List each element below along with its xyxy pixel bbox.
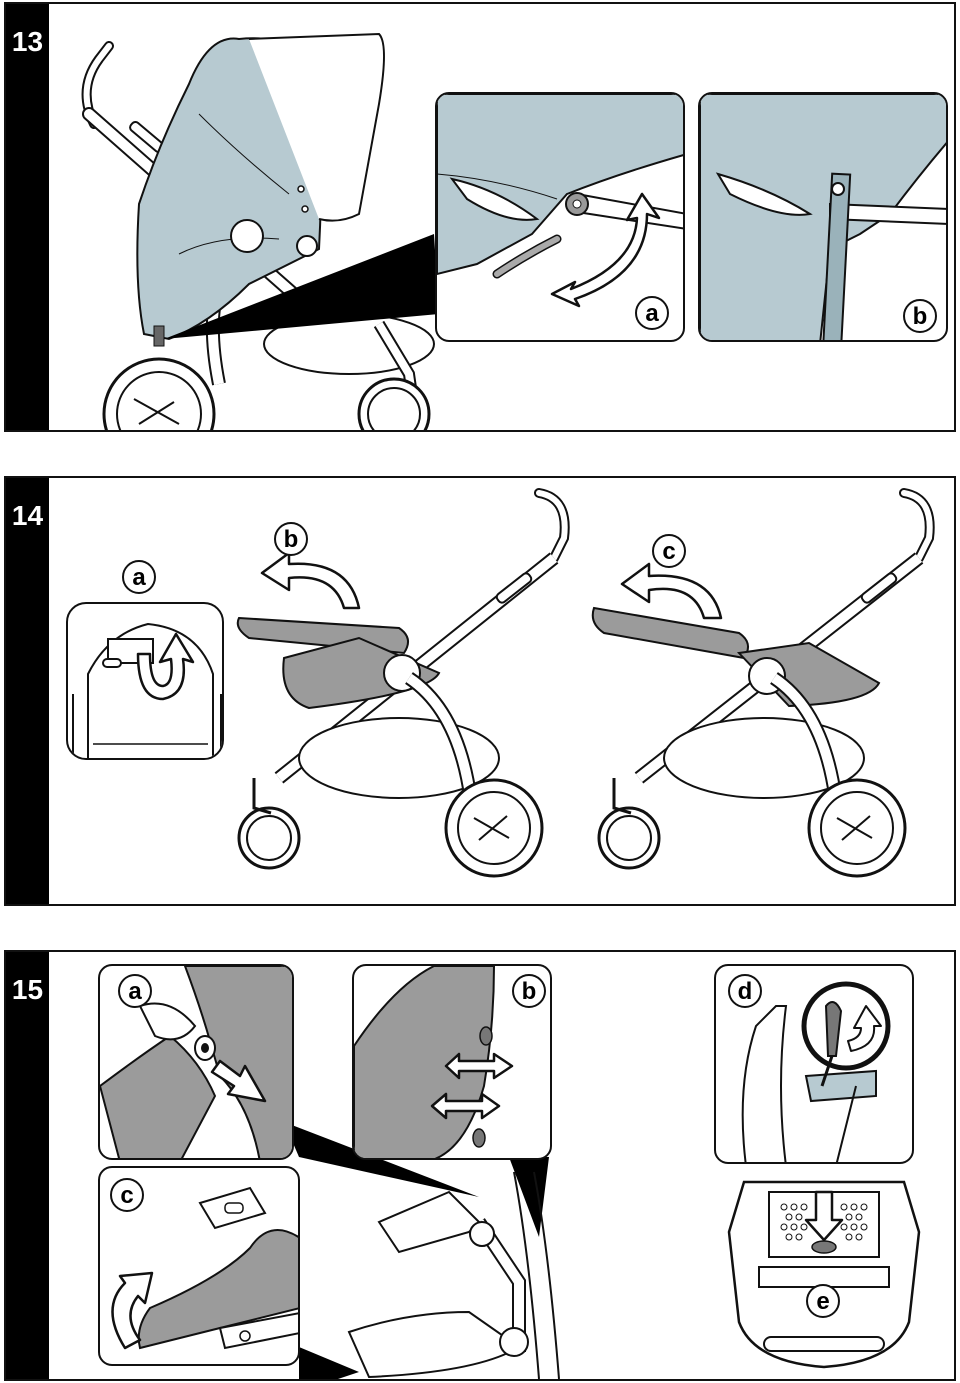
double-arrow-icon [550,192,661,308]
curved-arrow-icon [260,551,361,610]
push-arrow-icon [804,1190,844,1242]
panel-label: b [512,974,546,1008]
strap-attach-illustration [437,94,683,308]
panel-label: b [903,299,937,333]
panel-label: b [274,522,308,556]
wheel-icon [102,357,216,430]
wheel-icon [444,778,544,878]
hinge-joint [230,219,264,253]
wheel-icon [237,806,301,870]
detail-panel-c: c [98,1166,300,1366]
step-number: 13 [11,26,44,57]
step-number: 14 [11,500,44,531]
panel-label: a [635,296,669,330]
panel-label: c [110,1178,144,1212]
panel-label: a [118,974,152,1008]
bumper-bar-illustration [111,1186,298,1350]
rotate-arrow-icon [847,1005,882,1052]
rotate-arrow-icon [111,1271,154,1350]
detail-panel-d: d [714,964,914,1164]
zoom-circle [801,981,891,1071]
curved-arrow-icon [620,562,723,620]
stroller-rain-cover-illustration [81,32,439,430]
armrest-release-illustration [100,966,292,1158]
stroller-recline-c [591,488,935,878]
step-number: 15 [11,974,44,1005]
wheel-icon [357,377,431,430]
panel-label: c [652,534,686,568]
wheel-icon [597,806,661,870]
detail-panel-a: a [98,964,294,1160]
step-15: 15 a [4,950,956,1381]
seat-underside-illustration [727,1180,921,1369]
double-arrow-icon [430,1052,514,1120]
detail-panel-b: b [698,92,948,342]
detail-panel-b: b [352,964,552,1160]
tool-release-illustration [741,981,891,1162]
screw-release-illustration [354,966,514,1158]
seat-release-illustration [72,622,222,758]
push-arrow-icon [210,1059,267,1103]
detail-panel-a [66,602,224,760]
detail-panel-a: a [435,92,685,342]
stroller-recline-illustration [236,488,935,878]
callout-pointer [164,234,439,339]
panel-label: a [122,560,156,594]
step-number-bar: 15 [6,952,49,1379]
rotate-arrow-icon [136,632,195,701]
step-13: 13 [4,2,956,432]
wheel-icon [807,778,907,878]
step-number-bar: 14 [6,478,49,904]
panel-label: d [728,974,762,1008]
step-number-bar: 13 [6,4,49,430]
panel-label: e [806,1284,840,1318]
stroller-recline-b [236,488,570,878]
step-14: 14 a [4,476,956,906]
strap-fastened-illustration [700,94,946,340]
